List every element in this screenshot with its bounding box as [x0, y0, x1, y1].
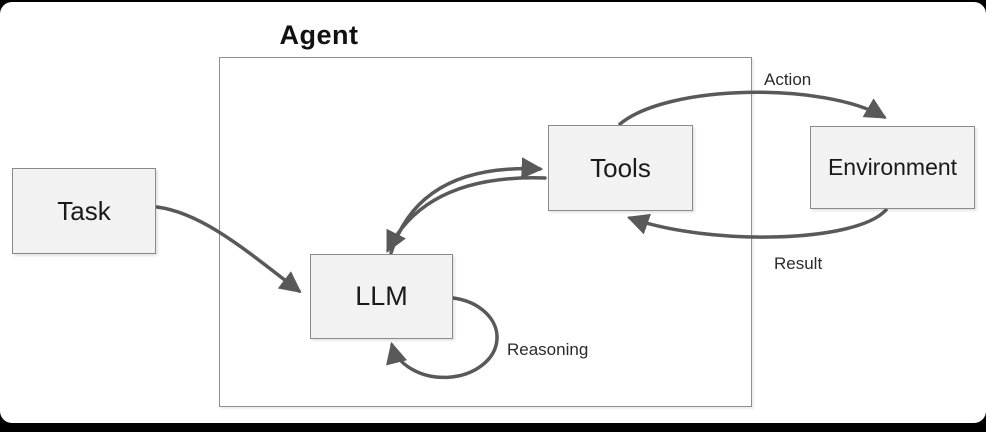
node-environment: Environment — [810, 126, 975, 209]
node-llm-label: LLM — [355, 281, 408, 311]
node-llm: LLM — [310, 254, 453, 339]
node-tools-label: Tools — [590, 152, 651, 183]
agent-container-box — [219, 57, 752, 407]
node-tools: Tools — [548, 125, 693, 211]
node-environment-label: Environment — [827, 154, 958, 180]
node-task-label: Task — [57, 195, 111, 226]
node-task: Task — [12, 168, 156, 254]
edge-label-result: Result — [774, 254, 823, 273]
edge-label-reasoning: Reasoning — [507, 340, 589, 359]
edge-label-action: Action — [764, 70, 812, 89]
diagram-canvas: Agent Task LLM Tools — [0, 2, 986, 423]
agent-container-title: Agent — [279, 20, 359, 50]
